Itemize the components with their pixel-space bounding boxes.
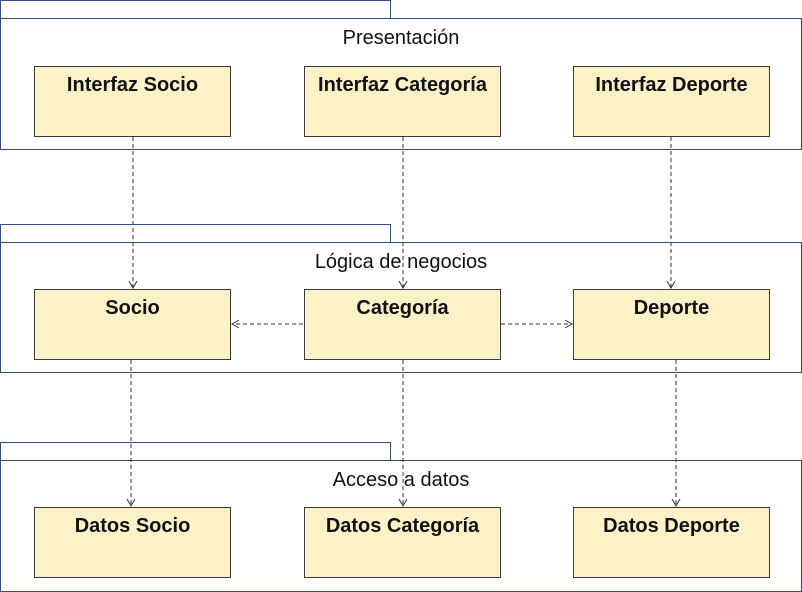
logic-package-title: Lógica de negocios bbox=[314, 251, 488, 273]
deporte-box: Deporte bbox=[573, 289, 770, 360]
categoria-box: Categoría bbox=[304, 289, 501, 360]
presentation-package-title: Presentación bbox=[342, 27, 460, 49]
data-package-title: Acceso a datos bbox=[332, 469, 470, 491]
datos-categoria-box: Datos Categoría bbox=[304, 507, 501, 578]
interfaz-deporte-box: Interfaz Deporte bbox=[573, 66, 770, 137]
datos-socio-box: Datos Socio bbox=[34, 507, 231, 578]
presentation-package-tab bbox=[0, 0, 391, 19]
datos-deporte-box: Datos Deporte bbox=[573, 507, 770, 578]
interfaz-socio-box: Interfaz Socio bbox=[34, 66, 231, 137]
socio-box: Socio bbox=[34, 289, 231, 360]
data-package-tab bbox=[0, 442, 391, 461]
logic-package-tab bbox=[0, 224, 391, 243]
interfaz-categoria-box: Interfaz Categoría bbox=[304, 66, 501, 137]
